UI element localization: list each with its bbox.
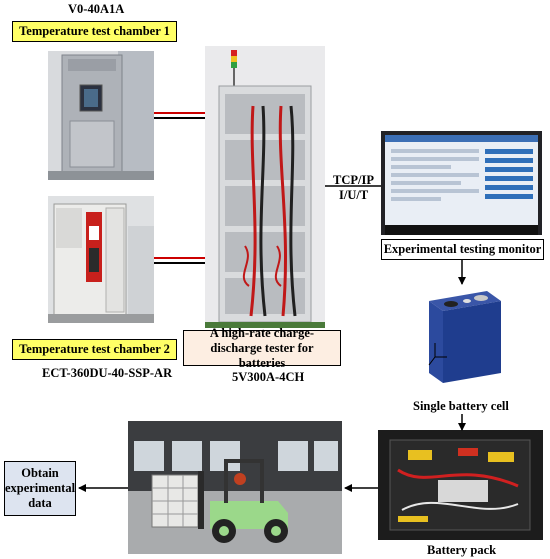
pack-label: Battery pack [427,543,497,557]
output-label: Obtain experimental data [4,461,76,516]
cell-label: Single battery cell [413,399,509,413]
monitor-drawing [381,131,542,235]
pack-drawing [378,430,543,540]
forklift-photo [128,421,342,554]
forklift-drawing [128,421,342,554]
chamber1-drawing [48,51,154,180]
cell-photo [415,287,511,387]
chamber2-drawing [48,196,154,323]
link-protocol: TCP/IP [333,173,374,187]
chamber2-label: Temperature test chamber 2 [12,339,177,360]
tester-model: 5V300A-4CH [232,370,305,384]
monitor-label: Experimental testing monitor [381,239,544,260]
chamber2-model: ECT-360DU-40-SSP-AR [42,366,173,380]
chamber1-photo [48,51,154,180]
pack-photo [378,430,543,540]
tester-drawing [205,46,325,328]
cell-drawing [428,291,501,383]
tester-label: A high-rate charge-discharge tester for … [183,326,341,370]
monitor-photo [381,131,542,235]
chamber2-photo [48,196,154,323]
tester-photo [205,46,325,328]
link-signals: I/U/T [339,188,369,202]
chamber1-model: V0-40A1A [68,2,125,16]
chamber1-label: Temperature test chamber 1 [12,21,177,42]
